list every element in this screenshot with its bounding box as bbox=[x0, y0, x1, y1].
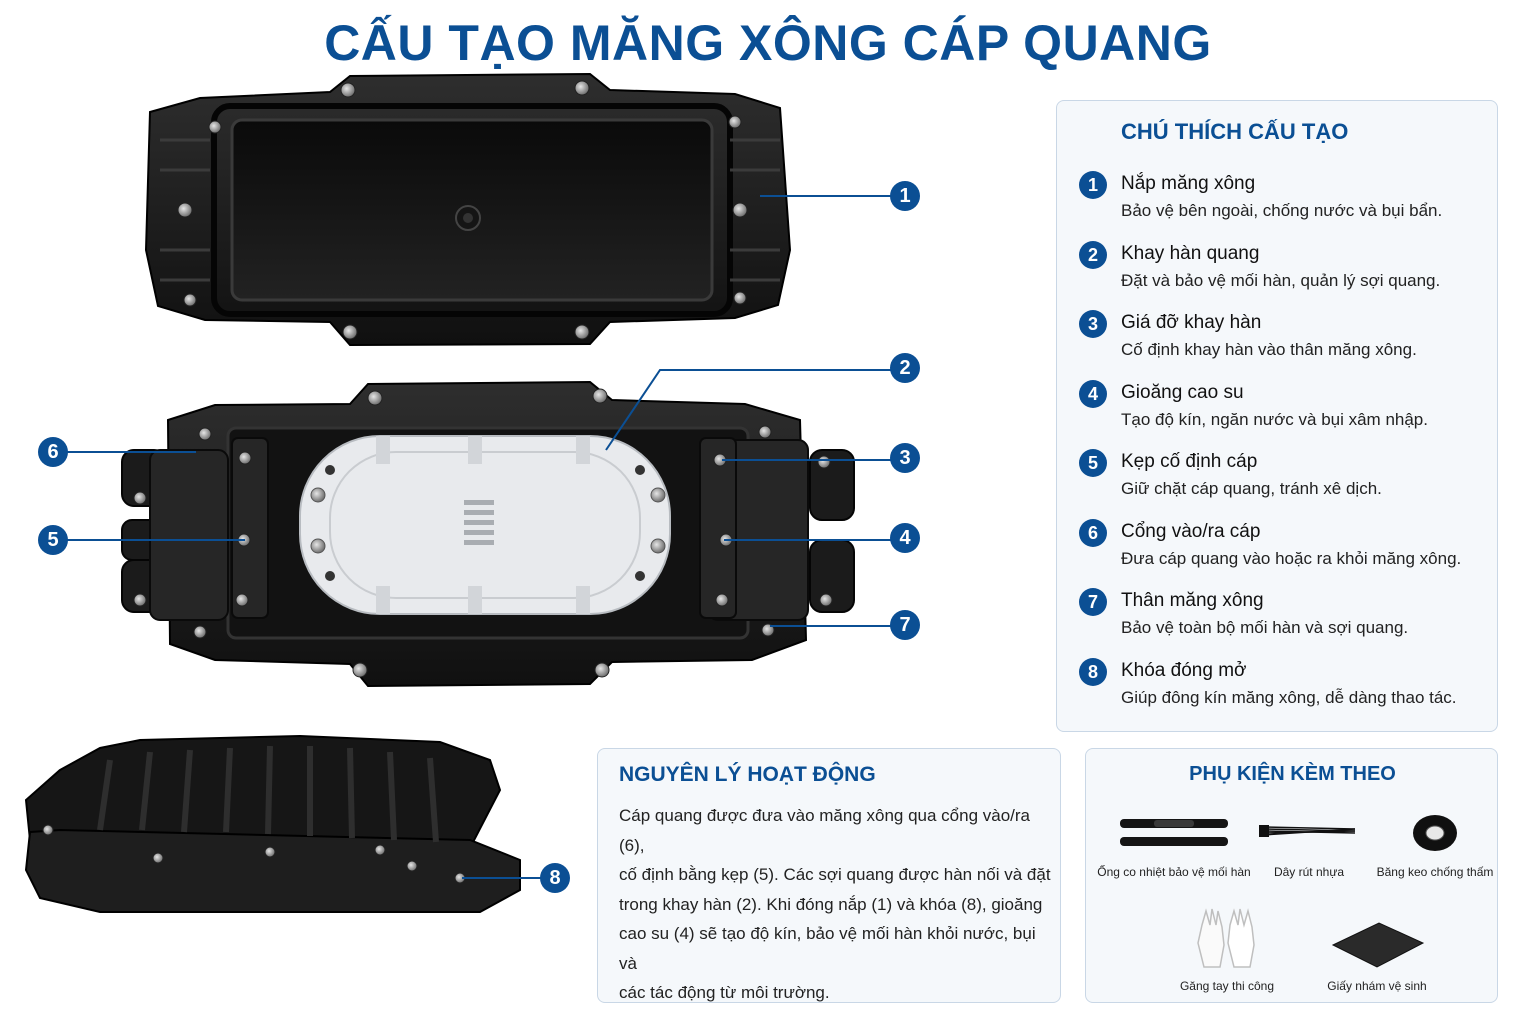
callout-7: 7 bbox=[890, 610, 920, 640]
page-title: CẤU TẠO MĂNG XÔNG CÁP QUANG bbox=[324, 15, 1212, 71]
principle-line: cao su (4) sẽ tạo độ kín, bảo vệ mối hàn… bbox=[619, 924, 1036, 973]
principle-line: các tác động từ môi trường. bbox=[619, 983, 830, 1002]
accessory-item: Giấy nhám vệ sinh bbox=[1306, 919, 1448, 993]
accessory-label: Dây rút nhựa bbox=[1273, 865, 1345, 879]
principle-line: Cáp quang được đưa vào măng xông qua cổn… bbox=[619, 806, 1031, 855]
accessory-item: Găng tay thi công bbox=[1156, 905, 1298, 993]
splice-tray bbox=[299, 435, 671, 615]
accessory-label: Ống co nhiệt bảo vệ mối hàn bbox=[1097, 865, 1251, 879]
legend-item-desc: Giữ chặt cáp quang, tránh xê dịch. bbox=[1121, 479, 1382, 498]
legend-item-name: Nắp măng xông bbox=[1121, 173, 1256, 194]
legend-item-name: Gioăng cao su bbox=[1121, 382, 1244, 403]
legend-item-desc: Giúp đông kín măng xông, dễ dàng thao tá… bbox=[1121, 688, 1457, 707]
tape-roll-icon bbox=[1413, 815, 1457, 851]
legend-item-name: Kẹp cố định cáp bbox=[1121, 451, 1258, 472]
enclosure-illustration: 1 2 3 4 5 6 7 8 bbox=[24, 72, 920, 913]
principle-line: cố định bằng kẹp (5). Các sợi quang được… bbox=[619, 865, 1051, 884]
accessory-item: Ống co nhiệt bảo vệ mối hàn bbox=[1094, 809, 1254, 879]
legend-item: 7 Thân măng xông Bảo vệ toàn bộ mối hàn … bbox=[1079, 586, 1489, 646]
sandpaper-icon bbox=[1331, 922, 1425, 968]
accessory-item: Băng keo chống thấm bbox=[1374, 809, 1496, 879]
legend-item-name: Thân măng xông bbox=[1121, 590, 1264, 611]
accessory-label: Giấy nhám vệ sinh bbox=[1327, 979, 1427, 993]
legend-number: 1 bbox=[1079, 171, 1107, 199]
cable-tie-icon bbox=[1259, 825, 1356, 837]
legend-number: 5 bbox=[1079, 449, 1107, 477]
legend-number: 8 bbox=[1079, 658, 1107, 686]
legend-item: 3 Giá đỡ khay hàn Cố định khay hàn vào t… bbox=[1079, 308, 1489, 368]
legend-item-name: Cổng vào/ra cáp bbox=[1121, 521, 1261, 542]
legend-item-desc: Đặt và bảo vệ mối hàn, quản lý sợi quang… bbox=[1121, 271, 1441, 290]
callout-3: 3 bbox=[890, 443, 920, 473]
legend-number: 6 bbox=[1079, 519, 1107, 547]
legend-item-desc: Bảo vệ bên ngoài, chống nước và bụi bẩn. bbox=[1121, 201, 1443, 220]
legend-item: 4 Gioăng cao su Tạo độ kín, ngăn nước và… bbox=[1079, 378, 1489, 438]
callout-6: 6 bbox=[38, 437, 68, 467]
callout-2: 2 bbox=[890, 353, 920, 383]
accessory-item: Dây rút nhựa bbox=[1254, 809, 1364, 879]
legend-item: 8 Khóa đóng mở Giúp đông kín măng xông, … bbox=[1079, 656, 1489, 716]
principle-line: trong khay hàn (2). Khi đóng nắp (1) và … bbox=[619, 894, 1043, 914]
legend-item-desc: Cố định khay hàn vào thân măng xông. bbox=[1121, 340, 1417, 359]
legend-number: 4 bbox=[1079, 380, 1107, 408]
accessories-panel: PHỤ KIỆN KÈM THEO Ống co nhiệt bảo vệ mố… bbox=[1085, 748, 1498, 1003]
legend-item-desc: Tạo độ kín, ngăn nước và bụi xâm nhập. bbox=[1121, 410, 1428, 429]
callout-8: 8 bbox=[540, 863, 570, 893]
callout-4: 4 bbox=[890, 523, 920, 553]
legend-item-desc: Bảo vệ toàn bộ mối hàn và sợi quang. bbox=[1121, 618, 1409, 637]
principle-text: Cáp quang được đưa vào măng xông qua cổn… bbox=[619, 801, 1051, 1008]
legend-item: 1 Nắp măng xông Bảo vệ bên ngoài, chống … bbox=[1079, 169, 1489, 229]
callout-1: 1 bbox=[890, 181, 920, 211]
legend-number: 3 bbox=[1079, 310, 1107, 338]
legend-item: 2 Khay hàn quang Đặt và bảo vệ mối hàn, … bbox=[1079, 239, 1489, 299]
closed-enclosure bbox=[24, 734, 521, 913]
heat-shrink-tube-icon bbox=[1120, 819, 1228, 846]
legend-title: CHÚ THÍCH CẤU TẠO bbox=[1121, 119, 1349, 144]
enclosure-drawing bbox=[24, 72, 893, 913]
legend-item: 5 Kẹp cố định cáp Giữ chặt cáp quang, tr… bbox=[1079, 447, 1489, 507]
legend-number: 2 bbox=[1079, 241, 1107, 269]
legend-item-name: Khay hàn quang bbox=[1121, 243, 1260, 264]
legend-item-name: Khóa đóng mở bbox=[1121, 660, 1247, 681]
legend-item-name: Giá đỡ khay hàn bbox=[1121, 312, 1262, 333]
callout-lines bbox=[66, 195, 893, 879]
accessory-label: Băng keo chống thấm bbox=[1376, 865, 1494, 879]
principle-panel: NGUYÊN LÝ HOẠT ĐỘNG Cáp quang được đưa v… bbox=[597, 748, 1061, 1003]
legend-item: 6 Cổng vào/ra cáp Đưa cáp quang vào hoặc… bbox=[1079, 517, 1489, 577]
callout-5: 5 bbox=[38, 525, 68, 555]
gloves-icon bbox=[1197, 908, 1255, 968]
accessories-title: PHỤ KIỆN KÈM THEO bbox=[1189, 763, 1396, 785]
cover-lid bbox=[144, 72, 792, 347]
accessory-label: Găng tay thi công bbox=[1179, 979, 1275, 993]
legend-number: 7 bbox=[1079, 588, 1107, 616]
legend-item-desc: Đưa cáp quang vào hoặc ra khỏi măng xông… bbox=[1121, 549, 1462, 568]
enclosure-body bbox=[121, 380, 855, 688]
legend-panel: CHÚ THÍCH CẤU TẠO 1 Nắp măng xông Bảo vệ… bbox=[1056, 100, 1498, 732]
principle-title: NGUYÊN LÝ HOẠT ĐỘNG bbox=[619, 763, 876, 786]
